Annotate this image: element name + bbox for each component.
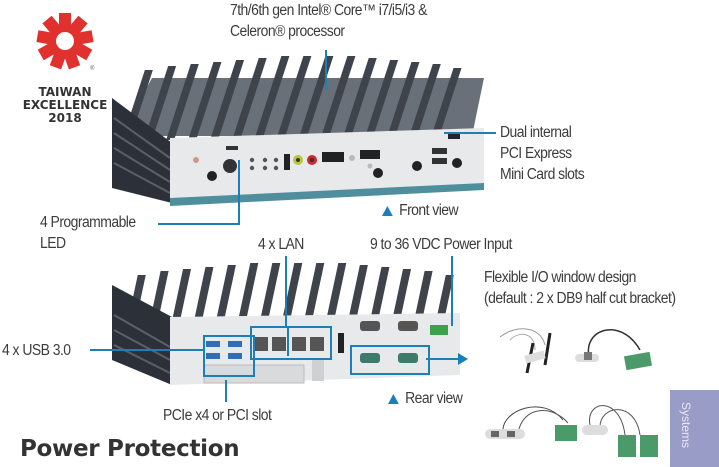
triangle-up-icon [382, 205, 393, 216]
db9-highlight-box [350, 345, 430, 375]
registered-mark: ® [90, 66, 95, 72]
accessory-dual-db9-image [485, 406, 577, 441]
power-callout: 9 to 36 VDC Power Input [370, 236, 512, 253]
front-view-label: Front view [382, 200, 459, 221]
power-leader-line [451, 256, 453, 326]
minicard-leader-line [444, 132, 496, 134]
lan-highlight-box-2 [287, 326, 289, 356]
processor-line-2: Celeron® processor [230, 23, 345, 40]
flexible-io-line-1: Flexible I/O window design [484, 269, 636, 286]
usb-callout: 4 x USB 3.0 [2, 342, 71, 359]
front-view-image [112, 56, 484, 206]
pcie-callout: PCIe x4 or PCI slot [163, 407, 272, 424]
flexible-io-line-2: (default : 2 x DB9 half cut bracket) [484, 290, 676, 307]
minicard-line-3: Mini Card slots [500, 166, 585, 183]
award-logo: ® TAIWAN EXCELLENCE 2018 [20, 10, 110, 125]
led-leader-horizontal [158, 223, 240, 225]
minicard-line-2: PCI Express [500, 145, 572, 162]
taiwan-excellence-star-icon [36, 13, 94, 70]
front-view-text: Front view [399, 202, 459, 219]
pcie-leader-line [225, 380, 227, 402]
minicard-line-1: Dual internal [500, 124, 572, 141]
processor-callout: 7th/6th gen Intel® Core™ i7/i5/i3 & Cele… [230, 0, 427, 42]
accessory-lan-module-image [575, 329, 653, 371]
led-leader-vertical [238, 160, 240, 225]
award-line-1: TAIWAN [38, 85, 92, 99]
usb-leader-line [90, 349, 203, 351]
rear-view-label: Rear view [388, 388, 463, 409]
accessory-db9-dual-card-image [582, 405, 658, 457]
minicard-callout: Dual internal PCI Express Mini Card slot… [500, 122, 585, 185]
led-line-2: LED [40, 235, 66, 252]
section-title: Power Protection [20, 436, 240, 462]
award-line-3: 2018 [48, 111, 82, 125]
rear-view-text: Rear view [405, 390, 463, 407]
db9-arrow-line [426, 358, 460, 360]
accessory-wifi-antenna-image [499, 328, 552, 374]
lan-callout: 4 x LAN [258, 236, 304, 253]
heatsink-fins [122, 56, 462, 140]
lan-leader-line [285, 256, 287, 326]
side-tab-systems[interactable]: Systems [670, 390, 719, 467]
triangle-up-icon [388, 393, 399, 404]
led-callout: 4 Programmable LED [40, 212, 136, 254]
usb-highlight-box [203, 335, 255, 377]
processor-leader-line [325, 50, 327, 90]
led-line-1: 4 Programmable [40, 214, 136, 231]
side-tab-label: Systems [679, 402, 693, 449]
award-line-2: EXCELLENCE [22, 98, 108, 112]
processor-line-1: 7th/6th gen Intel® Core™ i7/i5/i3 & [230, 2, 427, 19]
lan-highlight-box [250, 326, 332, 360]
flexible-io-callout: Flexible I/O window design (default : 2 … [484, 267, 676, 309]
arrow-right-icon [458, 353, 468, 365]
